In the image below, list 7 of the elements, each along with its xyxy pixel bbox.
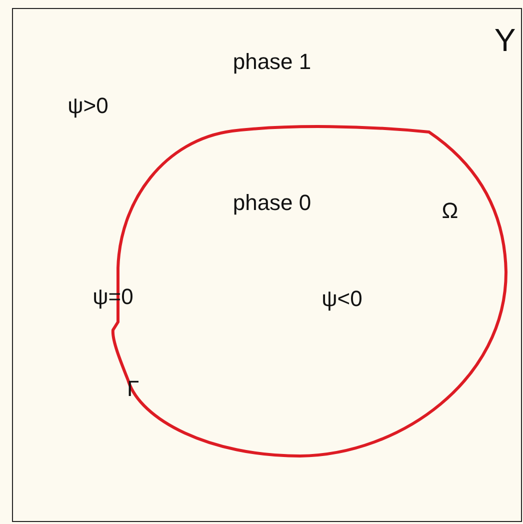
region-label: phase 0: [232, 192, 312, 214]
sign-label: ψ<0: [322, 288, 362, 310]
sign-label: ψ>0: [68, 95, 108, 117]
region-label: phase 1: [232, 51, 312, 73]
subdomain-label: Ω: [442, 200, 458, 222]
domain-label: Y: [494, 24, 516, 56]
domain-box: [12, 8, 522, 522]
